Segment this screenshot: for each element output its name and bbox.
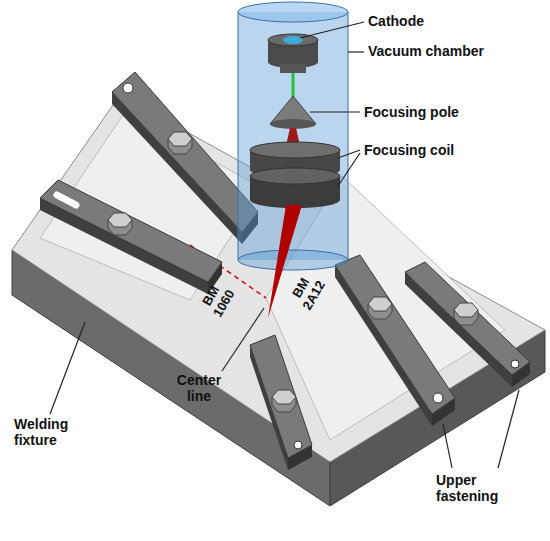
bolt — [272, 390, 296, 404]
leader-line — [338, 153, 360, 186]
leader-line — [222, 308, 264, 371]
focusing-pole — [270, 119, 316, 129]
clamp-hole — [433, 393, 443, 403]
clamp-hole — [294, 441, 302, 449]
part-label: Upper fastening — [436, 472, 516, 504]
bolt — [454, 303, 478, 317]
electron-beam — [292, 73, 295, 98]
part-label: Cathode — [368, 13, 424, 29]
vacuum-chamber — [348, 12, 349, 260]
clamp-arm — [40, 180, 222, 282]
material-label: BM 1060 — [196, 276, 241, 324]
part-label: Center line — [170, 372, 228, 404]
cathode-emitter — [283, 36, 303, 44]
cathode — [280, 64, 306, 73]
leader-line — [348, 51, 364, 52]
clamp-hole — [511, 360, 519, 368]
clamp-arm — [405, 262, 530, 375]
part-label: Welding fixture — [14, 416, 86, 448]
leader-line — [300, 22, 364, 38]
part-label: Focusing coil — [364, 142, 454, 158]
leader-line — [50, 322, 85, 414]
part-label: Focusing pole — [364, 104, 459, 120]
leader-line — [338, 150, 360, 158]
vacuum-chamber — [238, 250, 348, 270]
focusing-coil — [250, 142, 340, 158]
bolt — [168, 132, 192, 146]
leader-line — [443, 424, 452, 468]
focusing-coil — [250, 168, 340, 184]
vacuum-chamber — [238, 12, 239, 260]
material-label: BM 2A12 — [286, 268, 331, 316]
leader-line — [498, 390, 519, 468]
part-label: Vacuum chamber — [368, 43, 484, 59]
bolt — [368, 297, 392, 311]
clamp-arm — [250, 335, 312, 458]
clamp-arm — [112, 72, 258, 232]
vacuum-chamber — [238, 2, 348, 22]
electron-beam — [268, 205, 302, 318]
bolt — [108, 213, 132, 227]
leader-line — [310, 111, 360, 112]
base-plate — [12, 95, 545, 462]
clamp-hole — [123, 83, 133, 93]
clamp-slot — [57, 195, 76, 205]
